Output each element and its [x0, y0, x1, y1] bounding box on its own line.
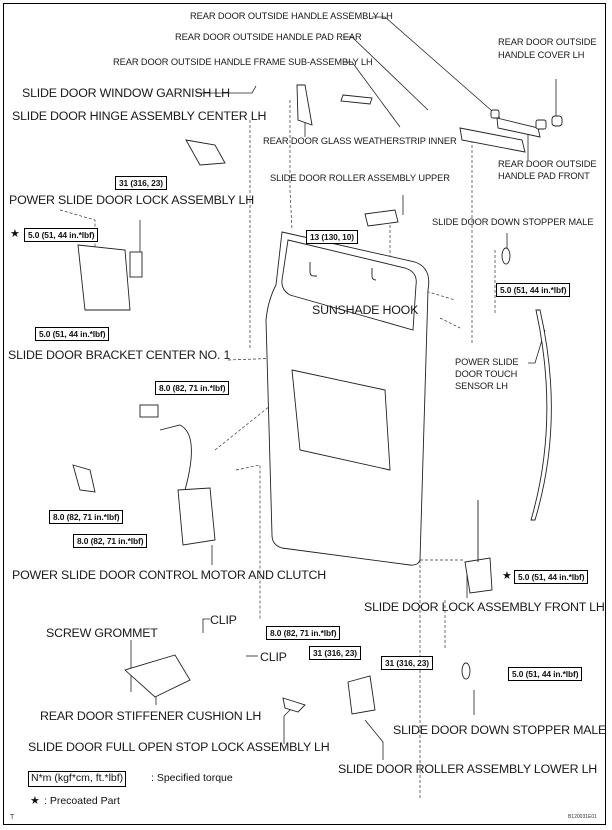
torque-hinge-center: 31 (316, 23) — [115, 176, 167, 191]
leader-clip-1 — [202, 618, 210, 633]
label-touch-sensor-line1: POWER SLIDE — [455, 357, 519, 367]
label-outside-handle-frame: REAR DOOR OUTSIDE HANDLE FRAME SUB-ASSEM… — [113, 57, 373, 67]
precoated-star-lock-top: ★ — [10, 228, 20, 240]
label-down-stopper-male-upper: SLIDE DOOR DOWN STOPPER MALE — [432, 217, 594, 227]
label-handle-cover-line2: HANDLE COVER LH — [498, 50, 585, 60]
hinge-center — [185, 139, 226, 166]
torque-lock-assembly-top: 5.0 (51, 44 in.*lbf) — [24, 228, 99, 243]
label-full-open-stop-lock: SLIDE DOOR FULL OPEN STOP LOCK ASSEMBLY … — [28, 740, 330, 754]
legend-torque-desc: : Specified torque — [151, 772, 233, 784]
label-handle-pad-front-line2: HANDLE PAD FRONT — [498, 171, 590, 181]
handle-pad-rear — [490, 109, 500, 119]
precoated-star-lock-front: ★ — [502, 570, 512, 582]
label-outside-handle-assembly: REAR DOOR OUTSIDE HANDLE ASSEMBLY LH — [190, 11, 393, 21]
label-down-stopper-male-lower: SLIDE DOOR DOWN STOPPER MALE — [393, 723, 607, 737]
lock-assembly-plate — [77, 244, 131, 311]
label-glass-weatherstrip: REAR DOOR GLASS WEATHERSTRIP INNER — [263, 136, 457, 146]
figure-id: B120031E01 — [568, 814, 597, 820]
label-sunshade-hook: SUNSHADE HOOK — [312, 303, 419, 317]
outside-handle — [496, 117, 541, 138]
roller-lower — [347, 675, 376, 715]
lock-front-body — [464, 557, 493, 594]
touch-sensor-strip — [530, 309, 552, 521]
handle-cover — [551, 115, 563, 127]
torque-down-stopper-lower: 5.0 (51, 44 in.*lbf) — [508, 667, 583, 682]
legend-star-icon: ★ — [30, 795, 40, 807]
legend-star-desc: : Precoated Part — [44, 795, 120, 807]
handle-pad-front — [535, 119, 547, 130]
label-handle-pad-front-line1: REAR DOOR OUTSIDE — [498, 159, 597, 169]
lock-actuator — [129, 251, 143, 278]
label-power-slide-door-lock: POWER SLIDE DOOR LOCK ASSEMBLY LH — [9, 193, 254, 207]
sunshade-hook-2 — [371, 268, 377, 281]
label-outside-handle-pad-rear: REAR DOOR OUTSIDE HANDLE PAD REAR — [175, 32, 362, 42]
label-lock-front: SLIDE DOOR LOCK ASSEMBLY FRONT LH — [364, 600, 605, 614]
motor-cable — [159, 424, 192, 491]
leader-pad-rear — [343, 36, 429, 111]
roller-upper — [364, 209, 399, 227]
label-handle-cover-line1: REAR DOOR OUTSIDE — [498, 37, 597, 47]
diagram-frame — [3, 3, 606, 825]
label-stiffener-cushion: REAR DOOR STIFFENER CUSHION LH — [40, 709, 262, 723]
handle-frame — [459, 127, 526, 153]
leader-full-open-stop — [283, 707, 293, 744]
down-stopper-male-upper — [501, 247, 511, 265]
leader-roller-lower — [364, 719, 384, 760]
torque-motor-left-2: 8.0 (82, 71 in.*lbf) — [73, 534, 148, 549]
label-screw-grommet: SCREW GROMMET — [46, 626, 158, 640]
torque-lock-assembly-bottom: 5.0 (51, 44 in.*lbf) — [35, 327, 110, 342]
label-touch-sensor-line3: SENSOR LH — [455, 381, 508, 391]
bracket-center — [139, 404, 159, 418]
label-roller-upper: SLIDE DOOR ROLLER ASSEMBLY UPPER — [270, 173, 450, 183]
legend-torque-unit: N*m (kgf*cm, ft.*lbf) — [28, 771, 127, 787]
label-clip-side: CLIP — [260, 650, 287, 664]
door-inner-panel — [291, 369, 391, 471]
torque-down-stopper-upper: 5.0 (51, 44 in.*lbf) — [496, 283, 571, 298]
motor-link — [72, 464, 96, 493]
door-window-frame — [281, 239, 417, 331]
torque-lock-front: 5.0 (51, 44 in.*lbf) — [514, 570, 589, 585]
torque-roller-lower-1: 31 (316, 23) — [309, 646, 361, 661]
label-touch-sensor-line2: DOOR TOUCH — [455, 369, 518, 379]
leader-handle-assembly — [372, 16, 501, 119]
corner-mark: T — [10, 814, 15, 821]
full-open-stop — [282, 697, 306, 713]
label-window-garnish: SLIDE DOOR WINDOW GARNISH LH — [22, 86, 230, 100]
torque-motor-bracket-top: 8.0 (82, 71 in.*lbf) — [155, 381, 230, 396]
label-roller-lower: SLIDE DOOR ROLLER ASSEMBLY LOWER LH — [338, 762, 598, 776]
motor-clutch-body — [177, 487, 216, 546]
down-stopper-male-lower — [461, 662, 471, 680]
leader-handle-frame — [343, 61, 401, 128]
torque-roller-lower-2: 31 (316, 23) — [381, 656, 433, 671]
window-garnish — [296, 84, 313, 126]
sunshade-hook-1 — [309, 262, 317, 277]
torque-motor-left-1: 8.0 (82, 71 in.*lbf) — [49, 510, 124, 525]
torque-roller-upper: 13 (130, 10) — [306, 230, 358, 245]
label-hinge-center: SLIDE DOOR HINGE ASSEMBLY CENTER LH — [12, 109, 267, 123]
weatherstrip — [340, 94, 373, 105]
stiffener-cushion — [124, 654, 191, 698]
label-clip-top: CLIP — [210, 613, 237, 627]
label-motor-and-clutch: POWER SLIDE DOOR CONTROL MOTOR AND CLUTC… — [12, 568, 326, 582]
label-bracket-center: SLIDE DOOR BRACKET CENTER NO. 1 — [8, 348, 231, 362]
torque-full-open-stop: 8.0 (82, 71 in.*lbf) — [266, 626, 341, 641]
leader-window-garnish — [196, 85, 257, 94]
